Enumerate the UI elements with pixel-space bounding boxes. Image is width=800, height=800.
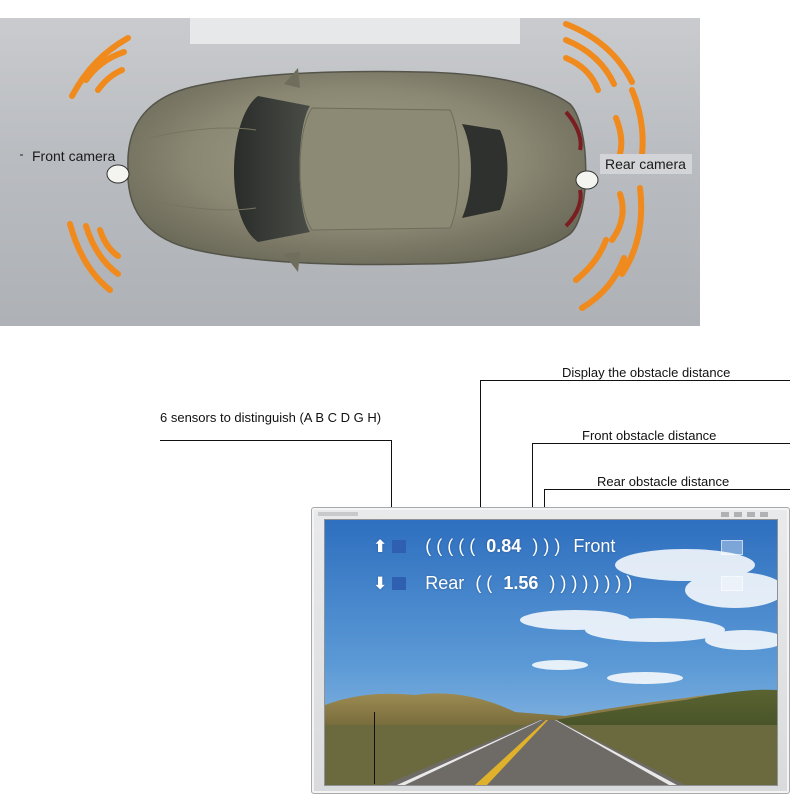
rear-label: Rear (425, 573, 465, 593)
car-body (127, 68, 587, 272)
front-sensor-indicator (392, 540, 407, 553)
parking-monitor: ⬆ ( ( ( ( ( 0.84 ) ) ) Front ⬇ Rear ( ( … (311, 507, 790, 794)
front-distance-leader-h (532, 443, 790, 444)
display-distance-leader-h (480, 380, 790, 381)
rear-sensor-ghost (721, 576, 743, 591)
rear-distance-row: ⬇ Rear ( ( 1.56 ) ) ) ) ) ) ) ) (373, 573, 632, 594)
rear-bottom-signal-icon (573, 185, 645, 311)
front-distance-leader-v (532, 443, 533, 536)
rear-signal-arcs-left: ( ( (475, 573, 493, 593)
road-scene-image (325, 520, 777, 785)
rear-camera-label: Rear camera (600, 154, 692, 174)
front-sensor-ghost (721, 540, 743, 555)
front-label: Front (573, 536, 616, 556)
scene-leader-v (374, 712, 375, 784)
rear-distance-leader-h (544, 489, 790, 490)
car-topview-illustration (20, 21, 646, 311)
rear-distance-callout: Rear obstacle distance (597, 474, 730, 489)
front-signal-arcs-left: ( ( ( ( ( (425, 536, 476, 556)
monitor-screen: ⬆ ( ( ( ( ( 0.84 ) ) ) Front ⬇ Rear ( ( … (324, 519, 778, 786)
display-distance-leader-v (480, 380, 481, 542)
front-bottom-signal-icon (67, 221, 121, 293)
rear-signal-arcs-right: ) ) ) ) ) ) ) ) (549, 573, 633, 593)
front-distance-row: ⬆ ( ( ( ( ( 0.84 ) ) ) Front (373, 536, 615, 557)
car-illustration-panel: Front camera Rear camera (0, 18, 700, 326)
arrow-down-icon: ⬇ (373, 574, 388, 593)
front-top-signal-icon (69, 35, 131, 99)
front-distance-callout: Front obstacle distance (582, 428, 717, 443)
sensors-leader-v (391, 440, 392, 540)
rear-camera-marker (575, 170, 599, 190)
front-distance-value: 0.84 (486, 536, 522, 556)
front-camera-marker (106, 164, 130, 184)
rear-distance-value: 1.56 (503, 573, 539, 593)
rear-sensor-indicator (392, 577, 407, 590)
monitor-top-bezel (318, 512, 768, 517)
sensors-leader-h (160, 440, 392, 441)
panel-top-strip (190, 18, 520, 44)
sensors-callout: 6 sensors to distinguish (A B C D G H) (160, 410, 382, 425)
front-signal-arcs-right: ) ) ) (532, 536, 561, 556)
arrow-up-icon: ⬆ (373, 537, 388, 556)
display-distance-callout: Display the obstacle distance (562, 365, 731, 380)
front-camera-label: Front camera (32, 148, 116, 164)
